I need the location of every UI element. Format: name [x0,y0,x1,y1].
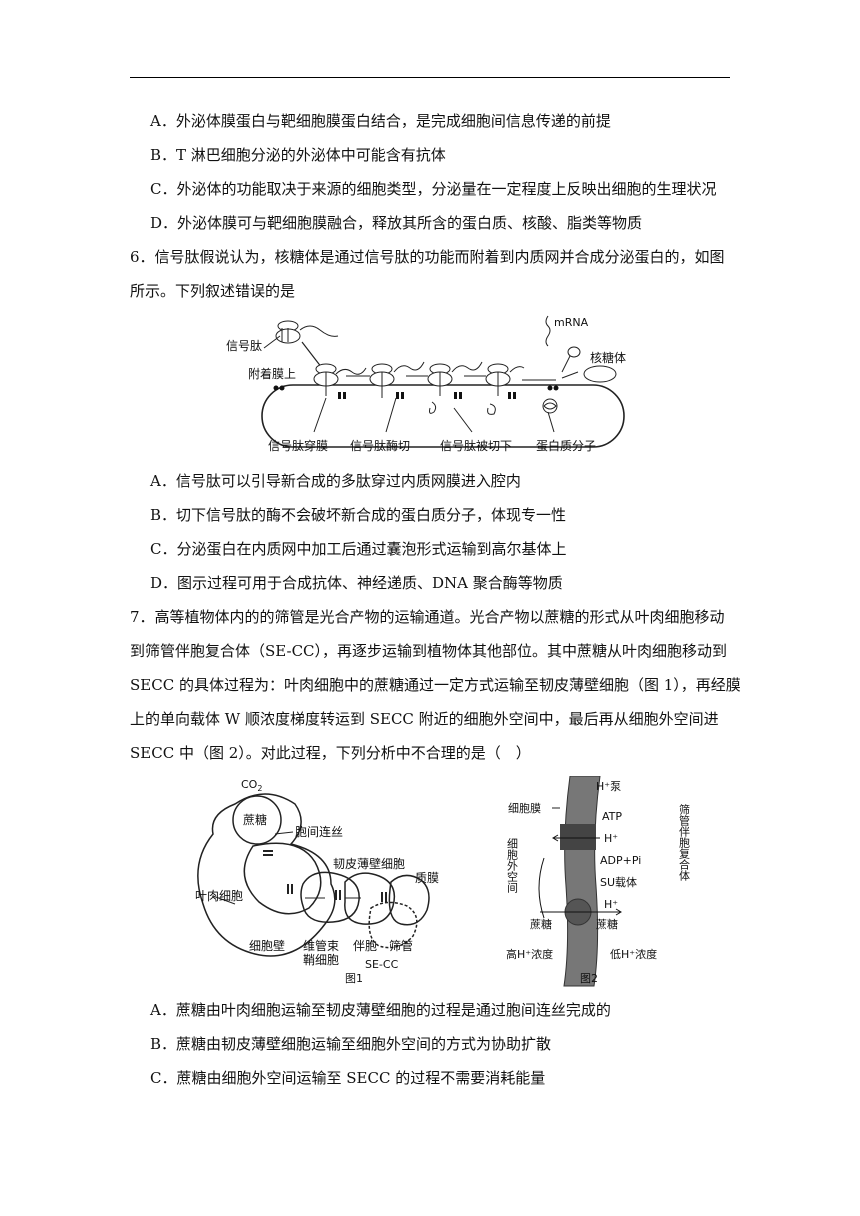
q5-option-b: B．T 淋巴细胞分泌的外泌体中可能含有抗体 [150,146,446,164]
q7-option-b: B．蔗糖由韧皮薄壁细胞运输至细胞外空间的方式为协助扩散 [150,1035,552,1053]
bound-ribosomes-icon [313,361,525,398]
q6-option-b: B．切下信号肽的酶不会破坏新合成的蛋白质分子，体现专一性 [150,506,567,524]
leader-line [313,397,327,433]
q7-option-a: A．蔗糖由叶肉细胞运输至韧皮薄壁细胞的过程是通过胞间连丝完成的 [150,1001,611,1019]
q6-option-c: C．分泌蛋白在内质网中加工后通过囊泡形式运输到高尔基体上 [150,540,567,558]
signal-peptide-figure: 信号肽 附着膜上 mRNA 核糖体 信号肽穿膜 信号肽酶切 信号肽被切下 蛋白质… [226,315,626,453]
label-bundle-sheath-1: 维管束 [303,938,339,953]
q7-stem-line5: SECC 中（图 2）。对此过程，下列分析中不合理的是（ ） [130,744,531,762]
label-bundle-sheath-2: 鞘细胞 [303,953,339,967]
label-cross-membrane: 信号肽穿膜 [268,438,328,453]
cell-outlines [197,793,430,957]
label-mrna: mRNA [554,316,589,329]
figure-1-caption: 图1 [345,972,363,985]
label-ribosome: 核糖体 [590,350,626,365]
leader-line [547,411,555,433]
q6-stem-line1: 6．信号肽假说认为，核糖体是通过信号肽的功能而附着到内质网并合成分泌蛋白的，如图 [130,248,725,266]
label-mesophyll: 叶肉细胞 [195,889,243,903]
label-h-pump: H⁺泵 [596,780,621,793]
label-se-cc: SE-CC [365,958,399,971]
plasmodesmata-marks [263,850,387,902]
label-sucrose: 蔗糖 [243,812,267,827]
er-membrane [261,384,625,448]
q6-option-a: A．信号肽可以引导新合成的多肽穿过内质网膜进入腔内 [150,472,521,490]
label-h-1: H⁺ [604,832,618,845]
q5-option-d: D．外泌体膜可与靶细胞膜融合，释放其所含的蛋白质、核酸、脂类等物质 [150,214,643,232]
label-high-h: 高H⁺浓度 [506,947,553,961]
q7-option-c: C．蔗糖由细胞外空间运输至 SECC 的过程不需要消耗能量 [150,1069,546,1087]
label-protein: 蛋白质分子 [536,438,596,453]
label-cell-membrane: 细胞膜 [508,802,541,815]
arrowhead-icon [552,834,559,842]
free-ribosome-icon [275,320,339,344]
figure-2: 细胞膜 H⁺泵 ATP H⁺ ADP+Pi SU载体 H⁺ 蔗糖 蔗糖 细胞外空… [506,776,691,987]
membrane-channels [273,385,559,399]
arrowhead-icon [615,908,622,916]
label-complex: 筛管伴胞复合体 [678,803,691,881]
q7-stem-line4: 上的单向载体 W 顺浓度梯度转运到 SECC 附近的细胞外空间中，最后再从细胞外… [130,710,719,728]
q6-option-d: D．图示过程可用于合成抗体、神经递质、DNA 聚合酶等物质 [150,574,563,592]
label-plasma-membrane: 质膜 [415,871,439,885]
q7-stem-line1: 7．高等植物体内的的筛管是光合产物的运输通道。光合产物以蔗糖的形式从叶肉细胞移动 [130,608,725,626]
mrna-ribosome-icon [545,315,617,383]
label-companion: 伴胞 [353,939,377,953]
q7-stem-line2: 到筛管伴胞复合体（SE-CC），再逐步运输到植物体其他部位。其中蔗糖从叶肉细胞移… [130,642,728,660]
label-attach-membrane: 附着膜上 [248,366,296,381]
q6-stem-line2: 所示。下列叙述错误的是 [130,282,296,300]
figure-2-caption: 图2 [580,972,598,985]
label-cell-wall: 细胞壁 [249,938,285,953]
label-low-h: 低H⁺浓度 [610,947,657,961]
label-sucrose-left: 蔗糖 [530,917,552,931]
leader-line [453,407,473,433]
label-h-2: H⁺ [604,898,618,911]
label-adp: ADP+Pi [600,854,641,867]
protein-molecule-icon [429,398,558,415]
label-atp: ATP [602,810,622,823]
label-extracellular: 细胞外空间 [506,838,519,894]
h-pump-protein [560,824,596,850]
label-su-carrier: SU载体 [600,875,637,889]
curved-arrow-icon [538,857,545,919]
q5-option-a: A．外泌体膜蛋白与靶细胞膜蛋白结合，是完成细胞间信息传递的前提 [150,112,611,130]
label-sieve-tube: 筛管 [389,938,413,953]
leader-line [274,831,294,835]
label-sucrose-right: 蔗糖 [596,917,618,931]
leader-line [212,895,236,905]
header-rule [130,77,730,78]
label-signal-peptide: 信号肽 [226,338,262,353]
label-enzyme-cut: 信号肽酶切 [350,438,410,453]
figure-1: CO2 蔗糖 胞间连丝 韧皮薄壁细胞 质膜 叶肉细胞 细胞壁 维管束 鞘细胞 伴… [195,778,439,985]
arrow-icon [301,341,323,369]
label-phloem-parenchyma: 韧皮薄壁细胞 [333,856,405,871]
label-co2: CO2 [241,778,262,793]
q5-option-c: C．外泌体的功能取决于来源的细胞类型，分泌量在一定程度上反映出细胞的生理状况 [150,180,717,198]
q7-stem-line3: SECC 的具体过程为：叶肉细胞中的蔗糖通过一定方式运输至韧皮薄壁细胞（图 1）… [130,676,741,694]
label-plasmodesmata: 胞间连丝 [295,824,343,839]
leader-line [385,397,397,433]
leader-line [263,335,281,349]
label-cut-off: 信号肽被切下 [440,438,512,453]
membrane-band [563,776,601,987]
